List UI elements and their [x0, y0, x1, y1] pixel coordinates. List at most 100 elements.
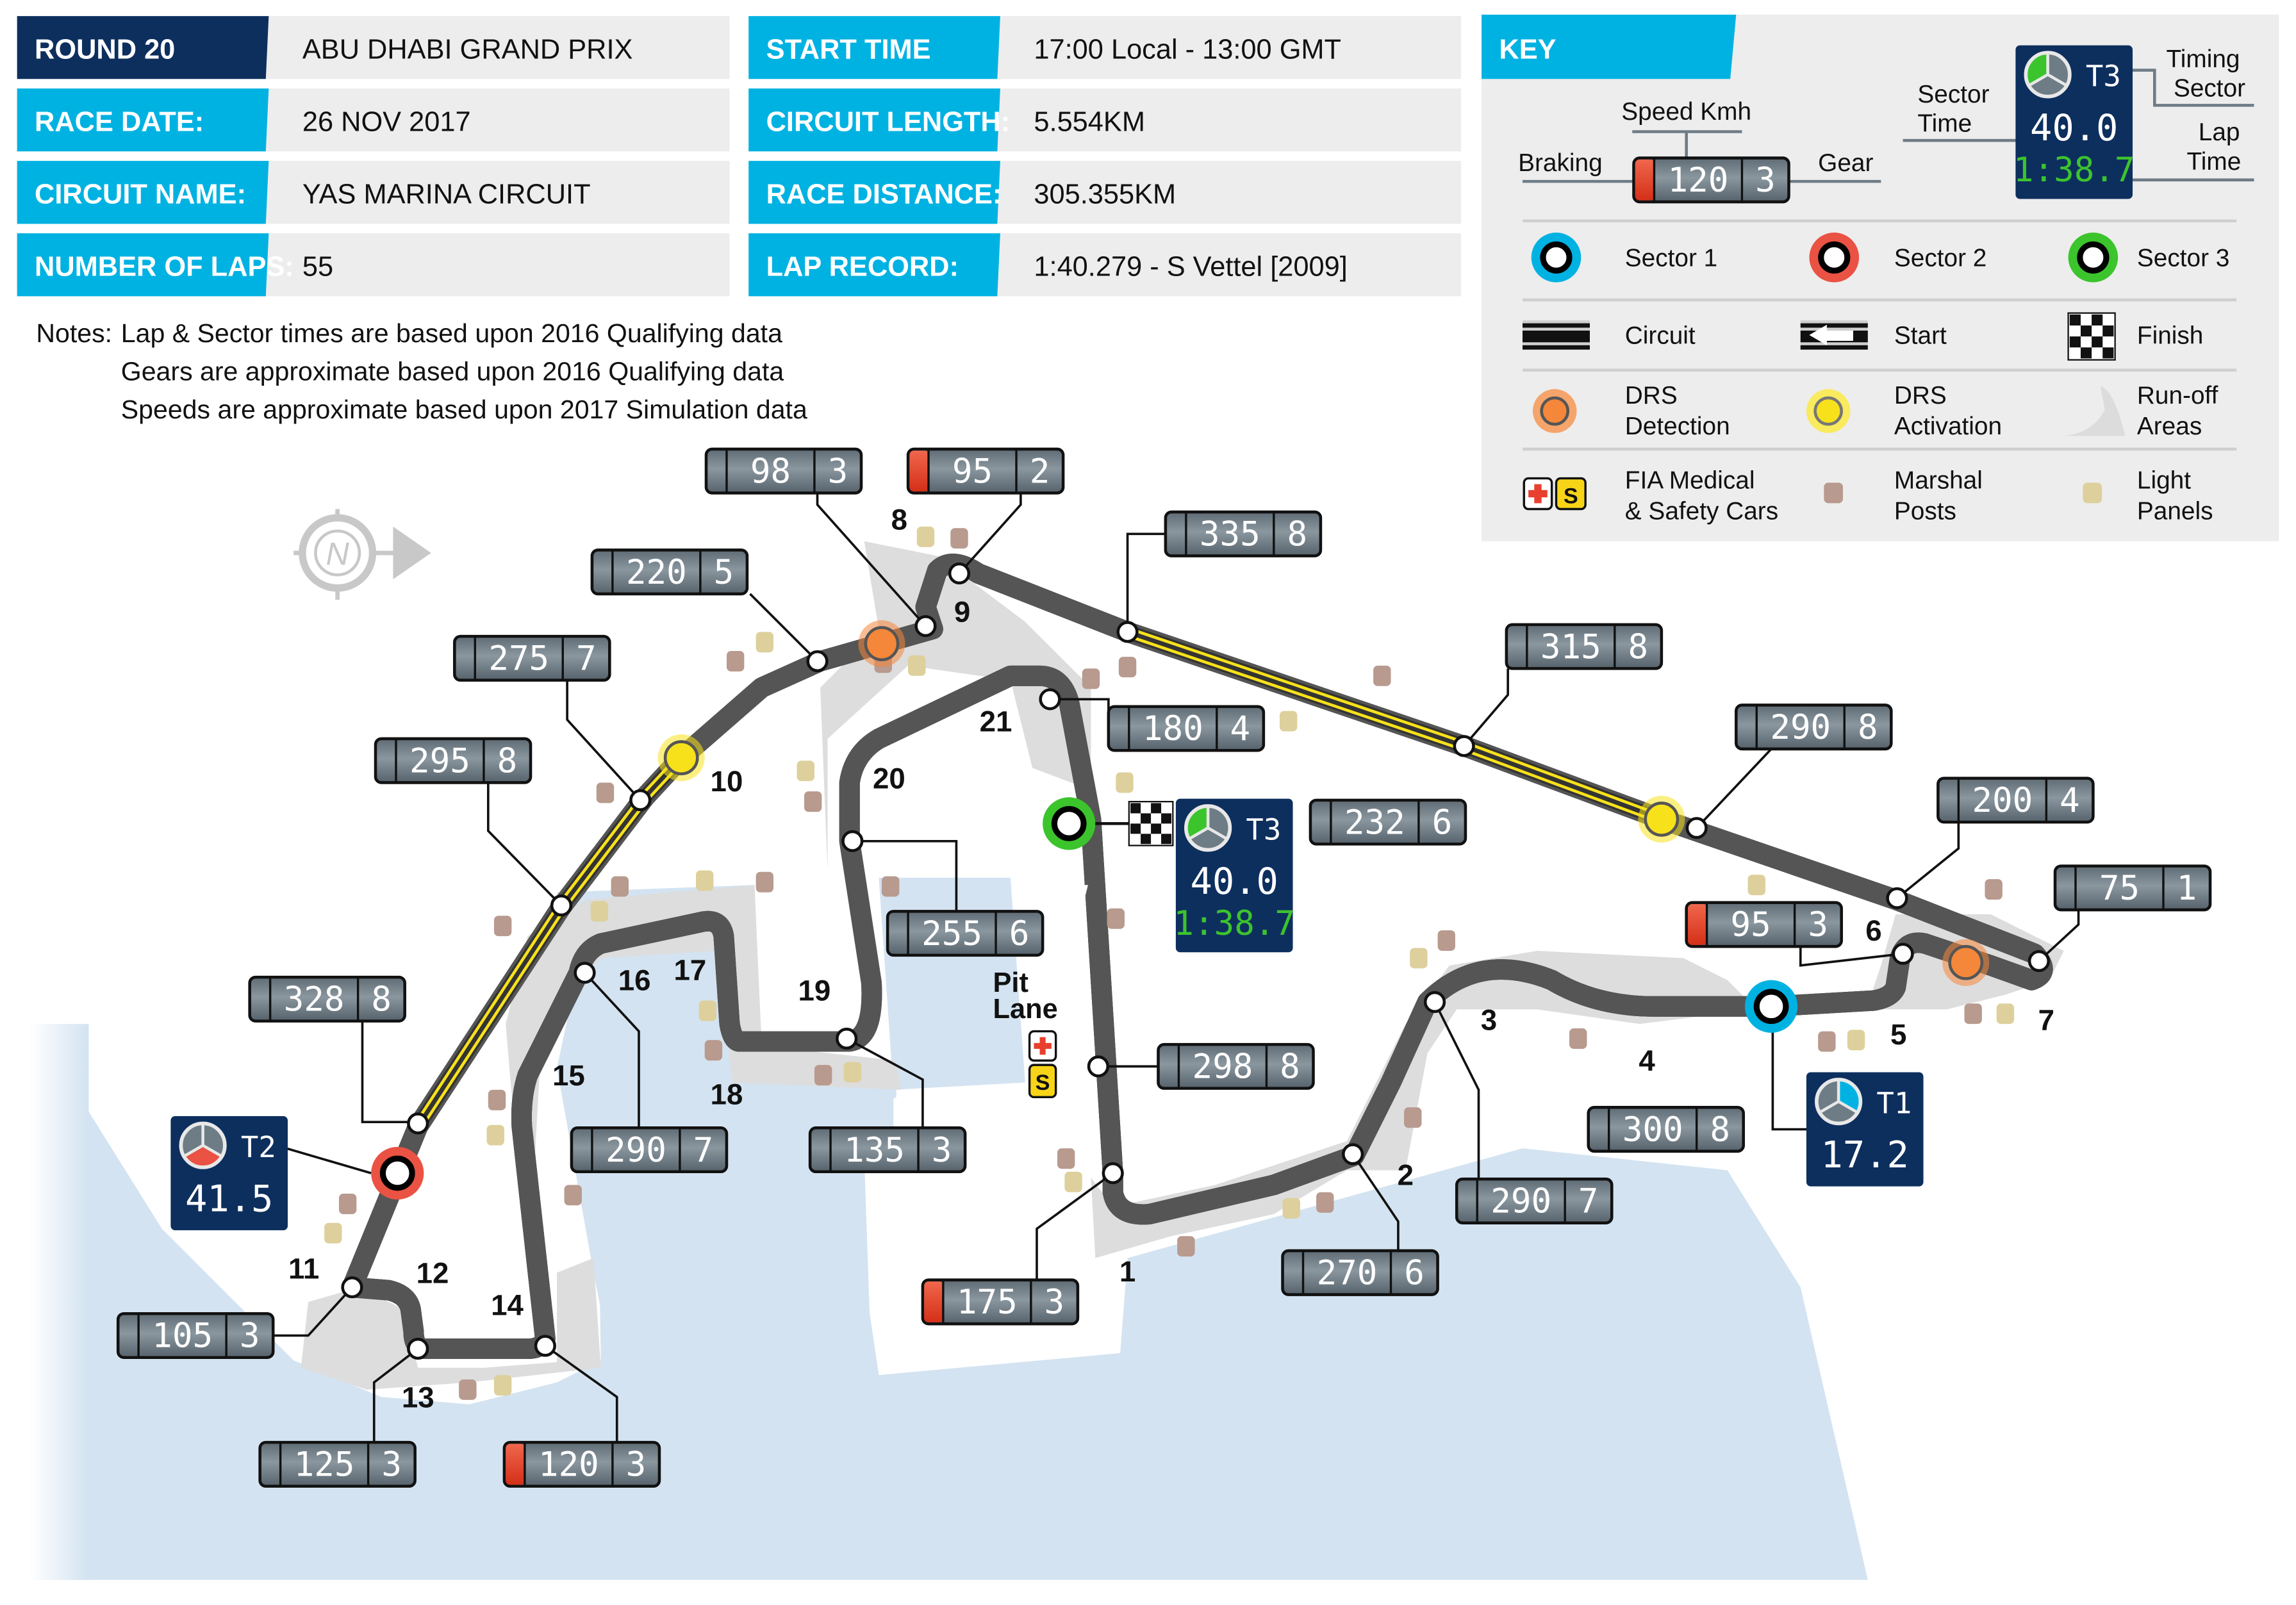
leader-line: [1771, 1024, 1808, 1131]
key-finish-icon: [2067, 312, 2116, 361]
info-value: YAS MARINA CIRCUIT: [302, 179, 591, 210]
gear-value: 4: [1230, 709, 1251, 748]
braking-indicator: [506, 1444, 525, 1485]
info-row: LAP RECORD:1:40.279 - S Vettel [2009]: [748, 233, 1462, 297]
turn-number: 1: [1119, 1255, 1136, 1288]
speed-trap-node: [407, 1337, 429, 1360]
speed-value: 270: [1317, 1254, 1378, 1293]
key-label-drs-activation: DRS: [1894, 382, 1947, 409]
posts-layer: [324, 526, 2015, 1400]
speed-value: 135: [844, 1131, 905, 1170]
speed-value: 298: [1193, 1048, 1253, 1087]
leader-line: [584, 972, 640, 1128]
turn-number: 14: [491, 1289, 524, 1322]
key-marshal-post-icon: [1824, 482, 1843, 504]
finish-flag-icon: [1128, 801, 1174, 846]
marshal-post: [1373, 665, 1391, 686]
key-timing-sector-label: Sector: [2174, 75, 2245, 103]
speed-value: 290: [606, 1131, 666, 1170]
light-panel: [1847, 1030, 1865, 1051]
key-label-marshal: Marshal: [1894, 467, 1983, 495]
gear-value: 7: [693, 1131, 714, 1170]
speed-trap-node: [1039, 688, 1061, 711]
medical-car-icon: [1028, 1030, 1057, 1062]
leader-line: [544, 1344, 618, 1443]
speed-value: 125: [294, 1445, 355, 1485]
leader-line: [1799, 946, 1903, 967]
marshal-post: [756, 871, 774, 893]
marshal-post: [726, 650, 745, 671]
speed-trap-node: [948, 562, 971, 585]
turn-number: 8: [891, 503, 907, 536]
key-label-medical: FIA Medical: [1625, 467, 1755, 495]
info-row: CIRCUIT NAME:YAS MARINA CIRCUIT: [17, 161, 730, 224]
gear-value: 8: [497, 741, 518, 780]
turn-number: 20: [873, 762, 905, 795]
speed-trap-node: [407, 1112, 429, 1135]
mercedes-star-icon: [2024, 51, 2072, 99]
leader-line: [846, 1037, 924, 1128]
gear-value: 7: [1578, 1182, 1599, 1221]
gear-value: 3: [828, 452, 848, 491]
turn-number: 3: [1481, 1003, 1497, 1036]
leader-line: [1036, 1172, 1114, 1280]
key-label-light: Light: [2137, 467, 2191, 495]
speed-value: 175: [957, 1283, 1018, 1322]
turn-number: 6: [1865, 914, 1881, 947]
speed-trap-node: [341, 1276, 363, 1299]
speed-box: 135 3: [808, 1126, 967, 1174]
leader-line: [1697, 748, 1772, 828]
note-line: Lap & Sector times are based upon 2016 Q…: [121, 318, 782, 348]
light-panel: [756, 632, 774, 653]
light-panel: [916, 526, 935, 547]
key-label-circuit: Circuit: [1625, 322, 1696, 350]
turn-number: 18: [711, 1078, 743, 1111]
marshal-post: [493, 916, 512, 937]
sector-time: 41.5: [185, 1178, 273, 1220]
key-start-icon: [1800, 320, 1868, 350]
marshal-post: [611, 876, 629, 897]
sector-time: 40.0: [1190, 860, 1278, 903]
key-label-drs-activation: Activation: [1894, 413, 2002, 440]
speed-trap-node: [1685, 817, 1708, 839]
key-gear-label: Gear: [1818, 149, 1873, 177]
leader-line: [2039, 910, 2080, 961]
key-label-run-off: Run-off: [2137, 382, 2218, 409]
svg-text:S: S: [1564, 484, 1578, 508]
speed-trap-node: [1116, 621, 1139, 643]
key-label-sector-2: Sector 2: [1894, 245, 1986, 272]
key-label-finish: Finish: [2137, 322, 2204, 350]
speed-trap-node: [574, 962, 596, 984]
safety-car-icon: S: [1028, 1064, 1057, 1099]
sector-time: 17.2: [1821, 1134, 1909, 1176]
key-sector-1-icon: [1531, 233, 1582, 283]
info-row: CIRCUIT LENGTH:5.554KM: [748, 88, 1462, 152]
lap-time: 1:38.7: [2013, 151, 2135, 190]
key-lap-time-label: Lap: [2199, 119, 2240, 146]
speed-value: 95: [1731, 905, 1771, 944]
turn-number: 16: [618, 964, 651, 997]
leader-line: [273, 1286, 353, 1337]
info-value: ABU DHABI GRAND PRIX: [302, 34, 633, 65]
gear-value: 3: [932, 1131, 952, 1170]
marshal-post: [1107, 908, 1125, 929]
leader-line: [1126, 532, 1166, 632]
leader-line: [372, 1347, 419, 1443]
speed-value: 300: [1623, 1110, 1683, 1149]
gear-value: 3: [381, 1445, 402, 1485]
speed-trap-node: [629, 789, 652, 811]
key-title: KEY: [1499, 34, 1556, 65]
timing-sector-label: T3: [2086, 60, 2121, 94]
info-label: LAP RECORD:: [766, 251, 959, 282]
leader-line: [1463, 668, 1509, 747]
turn-number: 11: [288, 1252, 319, 1285]
